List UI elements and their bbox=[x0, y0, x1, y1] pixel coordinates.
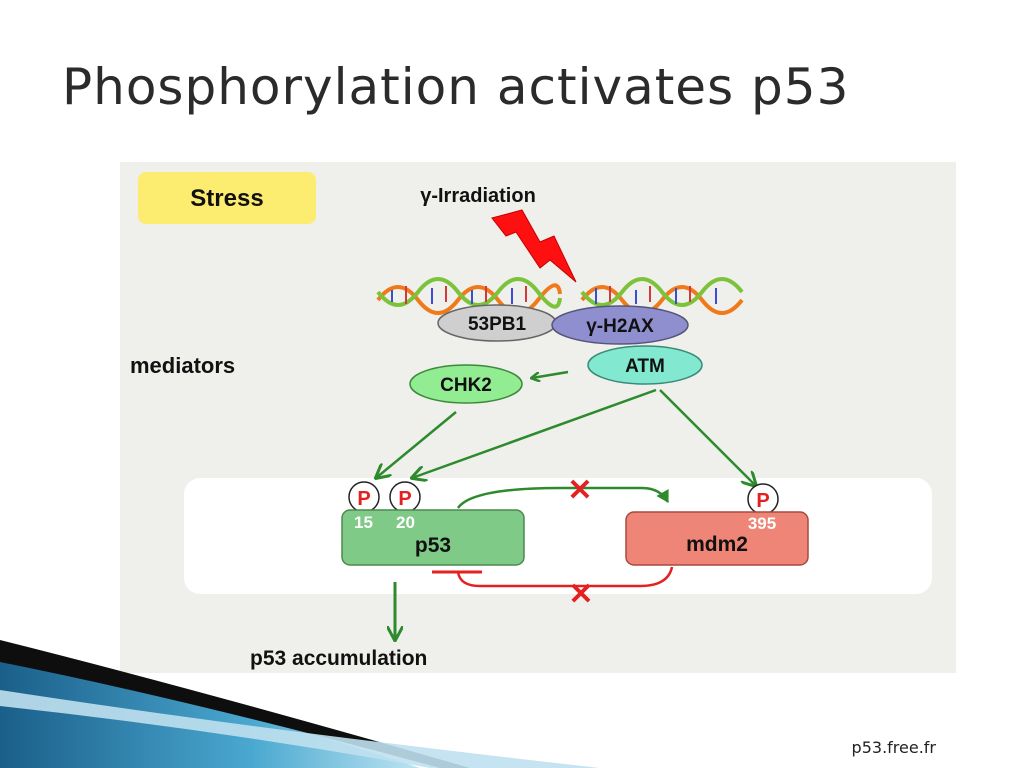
p53-pathway-figure: Stress γ-Irradiation bbox=[120, 162, 956, 673]
arrow-p53-to-mdm2 bbox=[456, 486, 670, 509]
stress-label: Stress bbox=[190, 185, 263, 212]
phospho-letter: P bbox=[357, 488, 370, 510]
node-p53-label: p53 bbox=[415, 534, 451, 557]
arrow-chk2-to-p53 bbox=[376, 411, 457, 478]
lightning-bolt-icon bbox=[491, 209, 577, 283]
node-chk2-label: CHK2 bbox=[440, 375, 492, 396]
phospho-letter: P bbox=[398, 488, 411, 510]
node-atm bbox=[587, 345, 703, 385]
node-h2ax-label: γ-H2AX bbox=[586, 316, 654, 337]
node-p53 bbox=[341, 509, 525, 566]
node-mdm2 bbox=[625, 511, 809, 566]
dna-helix-icon bbox=[376, 277, 744, 315]
arrow-atm-to-p53 bbox=[412, 388, 657, 478]
phospho-letter: P bbox=[756, 490, 769, 512]
phospho-marker-p53-15: P bbox=[348, 481, 380, 513]
mediators-label: mediators bbox=[130, 353, 235, 378]
source-footer: p53.free.fr bbox=[851, 738, 936, 757]
arrow-atm-to-mdm2 bbox=[659, 389, 756, 486]
arrow-atm-to-chk2 bbox=[532, 370, 569, 378]
inhibition-mdm2-to-p53 bbox=[456, 566, 674, 588]
pathway-diagram: Stress γ-Irradiation bbox=[130, 172, 932, 670]
block-cross-icon: ✕ bbox=[567, 474, 592, 507]
p53-site-15: 15 bbox=[354, 513, 373, 532]
node-atm-label: ATM bbox=[625, 356, 665, 377]
node-mdm2-label: mdm2 bbox=[686, 533, 748, 556]
outcome-label: p53 accumulation bbox=[250, 647, 427, 670]
phospho-marker-mdm2-395: P bbox=[747, 483, 779, 515]
node-53pb1-label: 53PB1 bbox=[468, 314, 527, 335]
mdm2-site-395: 395 bbox=[748, 514, 776, 533]
irradiation-label: γ-Irradiation bbox=[420, 185, 536, 207]
node-h2ax bbox=[551, 305, 689, 345]
node-chk2 bbox=[409, 364, 523, 404]
stress-box bbox=[138, 172, 316, 224]
p53-site-20: 20 bbox=[396, 513, 415, 532]
slide-title: Phosphorylation activates p53 bbox=[62, 58, 850, 116]
block-cross-icon: ✕ bbox=[568, 578, 593, 611]
